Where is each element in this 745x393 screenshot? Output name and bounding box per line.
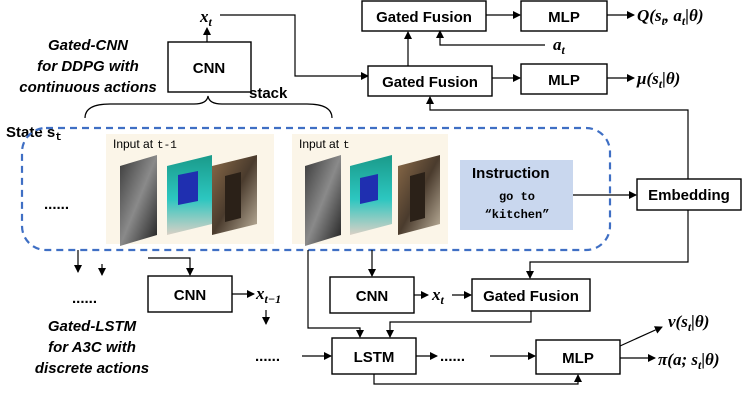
gated-fusion-top-box xyxy=(361,0,487,32)
instruction-box xyxy=(460,160,573,230)
gated-lstm-caption-3: discrete actions xyxy=(35,360,149,377)
x-t-top-label: xt xyxy=(199,7,213,29)
instruction-title: Instruction xyxy=(472,165,550,182)
cnn-mid-label: CNN xyxy=(356,288,389,305)
lstm-dots-left: ...... xyxy=(255,348,280,365)
state-label: State st xyxy=(6,124,62,144)
lstm-box xyxy=(331,337,417,375)
gated-cnn-caption-3: continuous actions xyxy=(19,79,157,96)
cnn-top-label: CNN xyxy=(193,60,226,77)
a-t-label: at xyxy=(553,35,566,57)
mlp-mid-label: MLP xyxy=(548,72,580,89)
instruction-line-2: “kitchen” xyxy=(485,208,550,222)
gated-cnn-caption-1: Gated-CNN xyxy=(48,37,129,54)
mlp-top-label: MLP xyxy=(548,9,580,26)
gated-lstm-caption-1: Gated-LSTM xyxy=(48,318,137,335)
v-output-label: v(st|θ) xyxy=(668,312,709,334)
gated-fusion-mid-label: Gated Fusion xyxy=(382,74,478,91)
mlp-bottom-label: MLP xyxy=(562,350,594,367)
state-dashed-region xyxy=(20,126,612,252)
bottom-dots-left: ...... xyxy=(72,290,97,307)
gated-lstm-caption-2: for A3C with xyxy=(48,339,136,356)
pi-output-label: π(a; st|θ) xyxy=(658,350,720,372)
depth-frame-cur xyxy=(305,155,341,246)
gated-cnn-caption-2: for DDPG with xyxy=(37,58,139,75)
cnn-left-box xyxy=(147,275,233,313)
embedding-box xyxy=(636,178,742,211)
mlp-bottom-box xyxy=(535,339,621,375)
depth-frame-prev xyxy=(120,155,157,246)
x-prev-label: xt−1 xyxy=(255,284,281,306)
embedding-label: Embedding xyxy=(648,187,730,204)
mu-output-label: μ(st|θ) xyxy=(636,69,680,91)
gated-fusion-top-label: Gated Fusion xyxy=(376,9,472,26)
lstm-label: LSTM xyxy=(354,349,395,366)
x-cur-label: xt xyxy=(431,285,445,307)
gated-fusion-bottom-label: Gated Fusion xyxy=(483,288,579,305)
mlp-mid-box xyxy=(520,63,608,95)
stack-brace xyxy=(84,95,333,119)
gated-fusion-mid-box xyxy=(367,65,493,97)
lstm-dots-right: ...... xyxy=(440,348,465,365)
cnn-left-label: CNN xyxy=(174,287,207,304)
stack-label: stack xyxy=(249,85,288,102)
state-dots-left: ...... xyxy=(44,196,69,213)
instruction-line-1: go to xyxy=(499,190,535,204)
cnn-top-box xyxy=(167,41,252,93)
q-output-label: Q(st, at|θ) xyxy=(637,6,703,28)
mlp-top-box xyxy=(520,0,608,32)
